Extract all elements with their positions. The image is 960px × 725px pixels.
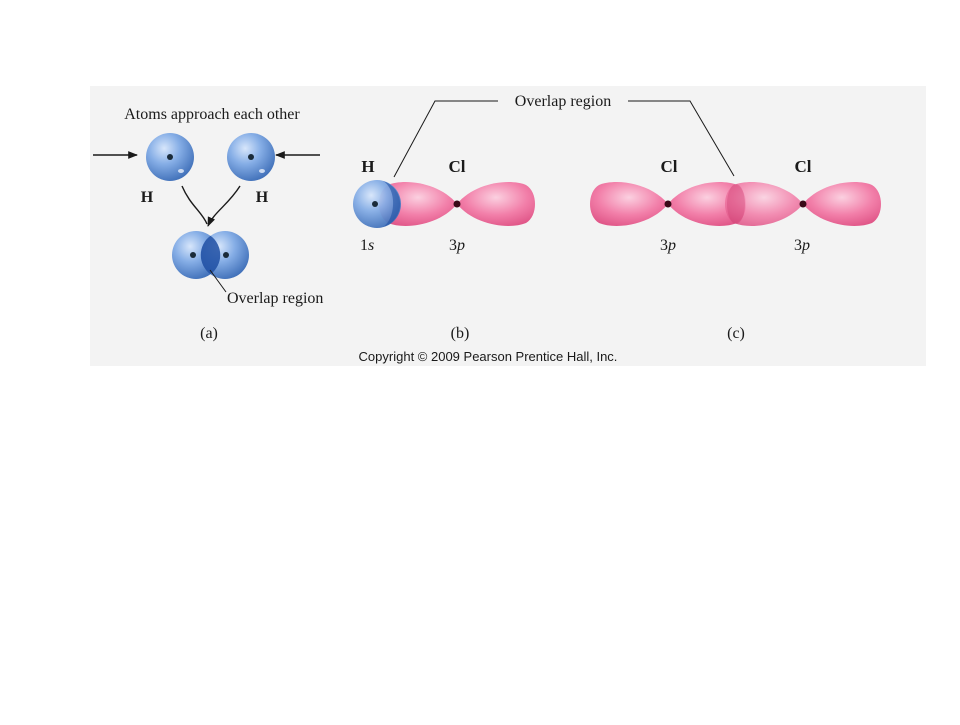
p-lobe-left: [379, 182, 457, 226]
p-lobe-right: [457, 182, 535, 226]
cl-3p-orbital-right: [725, 182, 881, 226]
p-lobe: [668, 182, 746, 226]
panel-b-caption: (b): [451, 325, 470, 342]
nucleus-dot: [223, 252, 229, 258]
nucleus-dot: [799, 200, 807, 208]
shared-overlap-callout: Overlap region: [393, 93, 735, 178]
h-1s-orbital: [353, 180, 401, 228]
overlap-leader-b: [393, 100, 498, 178]
p-lobe: [803, 182, 881, 226]
panel-b-cl-label: Cl: [449, 157, 466, 176]
panel-c-cl-right-label: Cl: [795, 157, 812, 176]
shared-overlap-label: Overlap region: [515, 93, 611, 110]
panel-a-overlap-label: Overlap region: [227, 290, 323, 307]
figure-background: [90, 86, 926, 366]
panel-b-h-label: H: [361, 157, 374, 176]
panel-c-caption: (c): [727, 325, 745, 342]
panel-b: H Cl 1s 3p (b): [353, 157, 535, 342]
h-atom-right: [227, 133, 275, 181]
nucleus-dot: [664, 200, 672, 208]
panel-a-caption: (a): [200, 325, 218, 342]
orbital-label-3p-c-right: 3p: [794, 237, 810, 254]
h-label-left: H: [141, 189, 154, 206]
nucleus-dot: [167, 154, 173, 160]
merge-arrow-right: [207, 185, 241, 227]
panel-a: Atoms approach each other H H Ov: [93, 106, 323, 342]
overlap-region-c: [727, 184, 745, 224]
h-label-right: H: [256, 189, 269, 206]
nucleus-dot: [248, 154, 254, 160]
panel-c-cl-left-label: Cl: [661, 157, 678, 176]
overlap-region-b: [383, 181, 401, 227]
h-atom-left: [146, 133, 194, 181]
nucleus-dot: [372, 201, 378, 207]
panel-c: Cl Cl 3p 3p (c): [590, 157, 881, 342]
merge-arrow-left: [181, 185, 208, 225]
orbital-label-3p-b: 3p: [449, 237, 465, 254]
h2-molecule: [172, 231, 249, 279]
cl-3p-orbital: [379, 182, 535, 226]
nucleus-dot: [453, 200, 461, 208]
h2-overlap-region: [200, 235, 221, 275]
cl-3p-orbital-left: [590, 182, 746, 226]
p-lobe: [590, 182, 668, 226]
orbital-label-3p-c-left: 3p: [660, 237, 676, 254]
overlap-leader-c: [628, 100, 735, 177]
p-lobe: [725, 182, 803, 226]
nucleus-dot: [190, 252, 196, 258]
copyright-notice: Copyright © 2009 Pearson Prentice Hall, …: [359, 349, 618, 364]
overlap-leader-a: [209, 269, 227, 293]
panel-a-title: Atoms approach each other: [124, 106, 300, 123]
orbital-label-1s: 1s: [360, 237, 374, 254]
